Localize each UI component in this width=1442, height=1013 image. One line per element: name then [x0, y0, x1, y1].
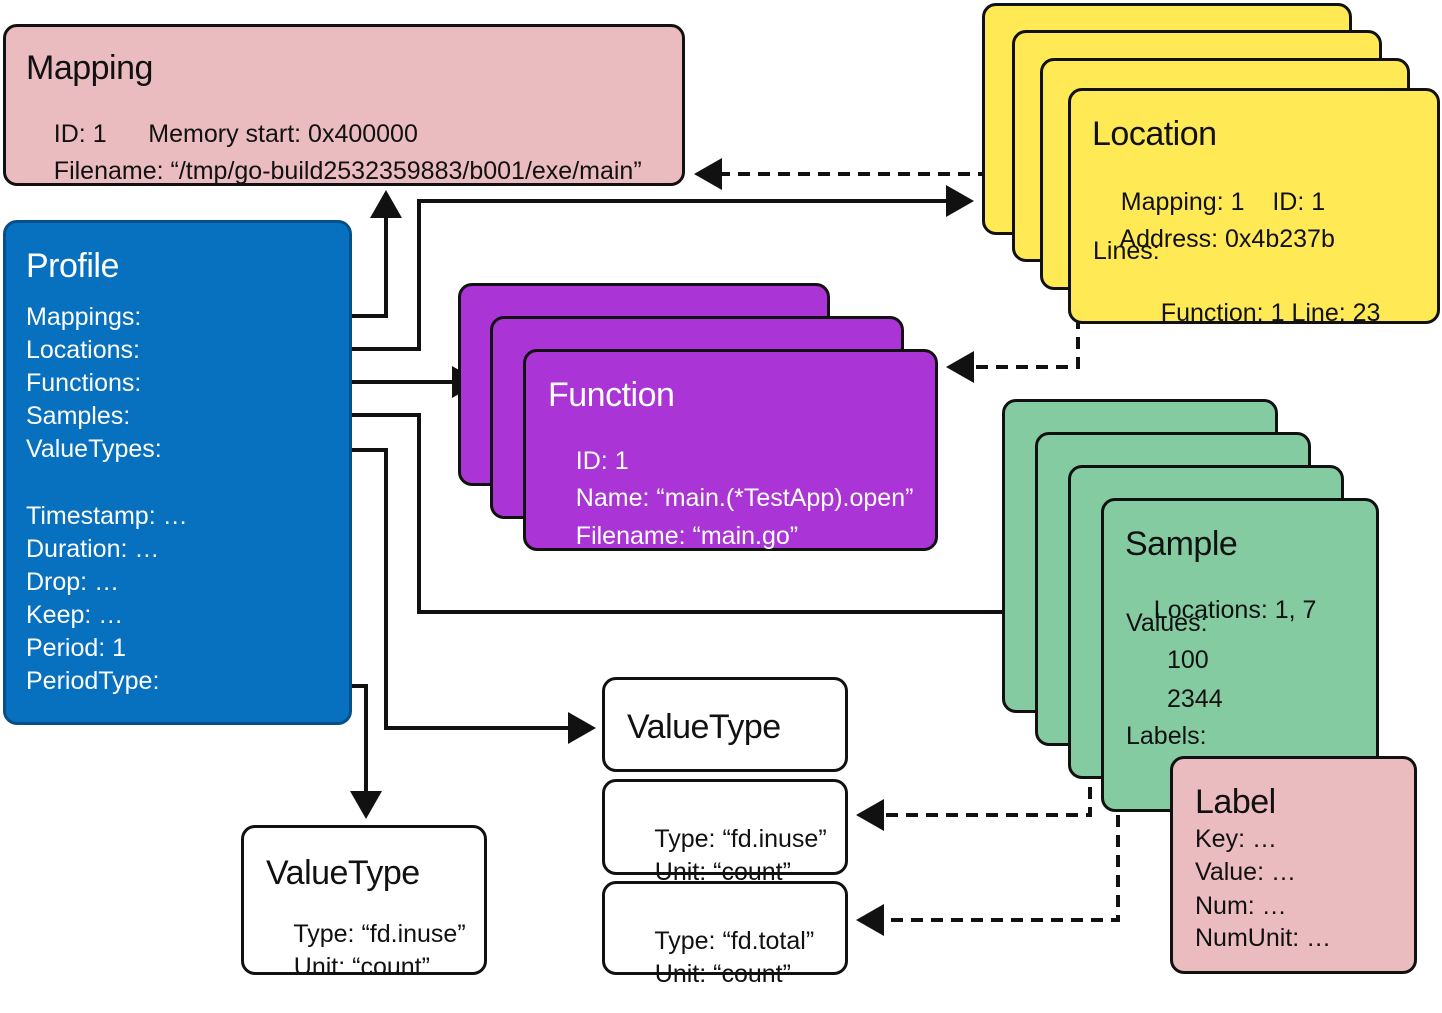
sample-title: Sample [1125, 525, 1238, 563]
location-mapping-line: Mapping: 1 ID: 1 [1120, 188, 1326, 216]
function-name-line: Name: “main.(*TestApp).open” [575, 484, 914, 512]
location-lines-label: Lines: [1093, 237, 1160, 265]
function-box: Function ID: 1 Name: “main.(*TestApp).op… [523, 349, 938, 551]
sample-value-1: 100 [1167, 646, 1209, 674]
valuetype-center-entry1-type: Type: “fd.inuse” [654, 825, 827, 853]
valuetype-center-header: ValueType [602, 677, 848, 772]
valuetype-bottom-box: ValueType Type: “fd.inuse” Unit: “count” [241, 825, 487, 980]
mapping-box: Mapping ID: 1 Memory start: 0x400000 Fil… [3, 24, 685, 186]
mapping-id-line: ID: 1 Memory start: 0x400000 [53, 120, 418, 148]
valuetype-bottom-type: Type: “fd.inuse” [293, 920, 466, 948]
function-filename-line: Filename: “main.go” [575, 522, 799, 550]
profile-box: Profile Mappings: Locations: Functions: … [3, 220, 352, 725]
label-field-numunit: NumUnit: … [1195, 924, 1332, 952]
valuetype-center-entry1-unit: Unit: “count” [654, 858, 791, 886]
profile-title: Profile [26, 247, 119, 285]
sample-labels-label: Labels: [1126, 722, 1207, 750]
valuetype-center-entry-total: Type: “fd.total” Unit: “count” [602, 881, 848, 987]
function-title: Function [548, 376, 675, 414]
valuetype-bottom-title: ValueType [266, 854, 420, 892]
profile-field-drop: Drop: … [26, 568, 120, 596]
profile-field-keep: Keep: … [26, 601, 124, 629]
location-title: Location [1092, 115, 1217, 153]
profile-field-locations: Locations: [26, 336, 140, 364]
valuetype-center-entry2-unit: Unit: “count” [654, 960, 791, 988]
valuetype-center-title: ValueType [627, 708, 781, 746]
location-function-line: Function: 1 Line: 23 [1160, 299, 1381, 327]
sample-value-2: 2344 [1167, 685, 1223, 713]
label-field-key: Key: … [1195, 825, 1277, 853]
profile-field-periodtype: PeriodType: [26, 667, 160, 695]
valuetype-center-entry2-type: Type: “fd.total” [654, 927, 815, 955]
profile-field-samples: Samples: [26, 402, 131, 430]
sample-locations-line: Locations: 1, 7 [1153, 596, 1317, 624]
label-box: Label Key: … Value: … Num: … NumUnit: … [1170, 756, 1417, 974]
mapping-filename-line: Filename: “/tmp/go-build2532359883/b001/… [53, 157, 642, 185]
profile-field-functions: Functions: [26, 369, 142, 397]
sample-values-label: Values: [1126, 609, 1208, 637]
label-field-num: Num: … [1195, 892, 1287, 920]
location-address-line: Address: 0x4b237b [1119, 225, 1335, 253]
profile-field-period: Period: 1 [26, 634, 127, 662]
profile-field-mappings: Mappings: [26, 303, 142, 331]
profile-field-duration: Duration: … [26, 535, 160, 563]
profile-field-valuetypes: ValueTypes: [26, 435, 162, 463]
function-id-line: ID: 1 [575, 447, 629, 475]
mapping-title: Mapping [26, 49, 153, 87]
profile-field-timestamp: Timestamp: … [26, 502, 188, 530]
valuetype-bottom-unit: Unit: “count” [293, 953, 430, 981]
label-title: Label [1195, 783, 1276, 821]
location-box: Location Mapping: 1 ID: 1 Address: 0x4b2… [1068, 88, 1440, 326]
label-field-value: Value: … [1195, 858, 1296, 886]
valuetype-center-entry-inuse: Type: “fd.inuse” Unit: “count” [602, 779, 848, 885]
